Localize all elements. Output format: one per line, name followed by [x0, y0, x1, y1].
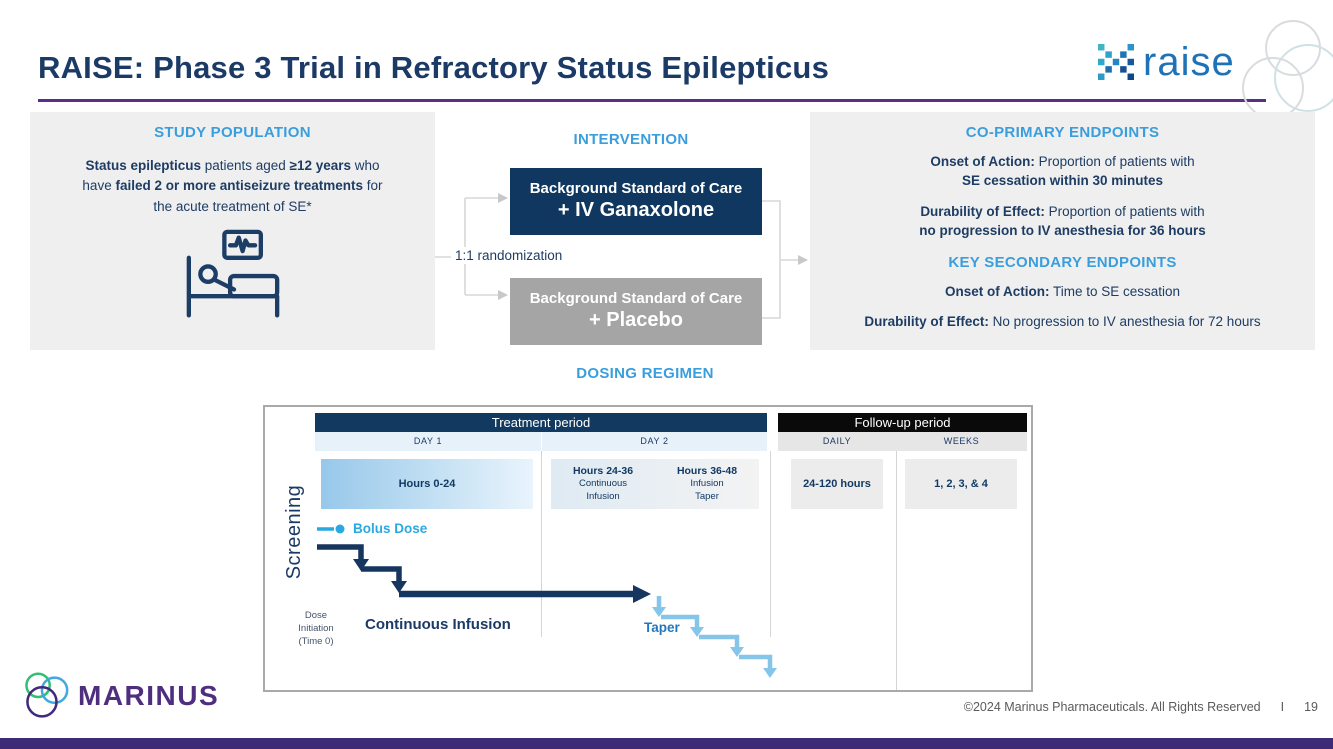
- arm-ganaxolone-line2: + IV Ganaxolone: [557, 199, 715, 222]
- key-secondary-endpoints-heading: KEY SECONDARY ENDPOINTS: [948, 253, 1177, 271]
- study-population-heading: STUDY POPULATION: [154, 124, 311, 141]
- hours-0-24-box: Hours 0-24: [321, 459, 533, 509]
- marinus-circles-icon: [25, 672, 69, 718]
- intervention-heading: INTERVENTION: [573, 131, 689, 148]
- column-divider: [541, 451, 542, 637]
- text-line: Dose: [304, 610, 328, 621]
- text-line: Infusion: [690, 478, 724, 490]
- text-line: Durability of Effect: Proportion of pati…: [920, 203, 1205, 219]
- randomization-flow-lines: [435, 193, 808, 319]
- bolus-dose-text: Bolus Dose: [353, 521, 428, 536]
- column-divider: [770, 451, 771, 637]
- study-population-panel: STUDY POPULATION Status epilepticus pati…: [30, 112, 435, 350]
- weeks-column-header: WEEKS: [896, 432, 1027, 451]
- day1-column-header: DAY 1: [315, 432, 541, 451]
- patient-bed-icon: [30, 229, 435, 330]
- arm-ganaxolone-box: Background Standard of Care + IV Ganaxol…: [510, 168, 762, 235]
- text-line: Continuous: [578, 478, 628, 490]
- bolus-dose-label: Bolus Dose: [317, 521, 427, 536]
- primary-durability-text: Durability of Effect: Proportion of pati…: [810, 203, 1315, 241]
- randomization-label: 1:1 randomization: [451, 247, 567, 264]
- text-line: Initiation: [298, 622, 334, 634]
- text-line: no progression to IV anesthesia for 36 h…: [919, 222, 1206, 238]
- endpoints-panel: CO-PRIMARY ENDPOINTS Onset of Action: Pr…: [810, 112, 1315, 350]
- text-line: Onset of Action: Time to SE cessation: [944, 283, 1181, 299]
- raise-logo: raise: [1098, 42, 1235, 82]
- treatment-period-header: Treatment period: [315, 413, 767, 432]
- title-underline: [38, 99, 1266, 102]
- page-title: RAISE: Phase 3 Trial in Refractory Statu…: [38, 50, 830, 85]
- text-line: Status epilepticus patients aged ≥12 yea…: [85, 158, 380, 173]
- copyright-text: ©2024 Marinus Pharmaceuticals. All Right…: [963, 700, 1261, 714]
- weeks-box: 1, 2, 3, & 4: [905, 459, 1017, 509]
- text-line: Durability of Effect: No progression to …: [864, 314, 1261, 330]
- secondary-onset-text: Onset of Action: Time to SE cessation: [810, 283, 1315, 302]
- footer-divider: I: [1280, 700, 1285, 714]
- text-line: Hours 36-48: [676, 464, 738, 477]
- text-line: Taper: [695, 490, 719, 502]
- raise-logo-text: raise: [1143, 40, 1235, 84]
- text-line: (Time 0): [298, 635, 334, 647]
- bottom-accent-bar: [0, 738, 1333, 749]
- dosing-regimen-diagram: Treatment period Follow-up period DAY 1 …: [263, 405, 1033, 692]
- raise-mark-icon: [1098, 44, 1134, 80]
- arm-placebo-line2: + Placebo: [589, 309, 683, 332]
- arm-ganaxolone-line1: Background Standard of Care: [529, 179, 743, 197]
- column-divider: [896, 451, 897, 690]
- day2-column-header: DAY 2: [542, 432, 767, 451]
- circles-decoration-icon: [1242, 20, 1333, 119]
- infusion-timeline-arrows-icon: [317, 544, 777, 678]
- co-primary-endpoints-heading: CO-PRIMARY ENDPOINTS: [965, 124, 1160, 141]
- text-line: have failed 2 or more antiseizure treatm…: [82, 178, 383, 194]
- text-line: Hours 24-36: [572, 464, 634, 477]
- bolus-dose-icon: [317, 524, 345, 533]
- daily-column-header: DAILY: [778, 432, 896, 451]
- arm-placebo-box: Background Standard of Care + Placebo: [510, 278, 762, 345]
- marinus-logo-text: MARINUS: [78, 680, 220, 711]
- text-line: Infusion: [586, 490, 620, 502]
- followup-period-header: Follow-up period: [778, 413, 1027, 432]
- continuous-infusion-label: Continuous Infusion: [365, 616, 511, 633]
- study-population-text: Status epilepticus patients aged ≥12 yea…: [30, 156, 435, 217]
- footer-copyright-row: ©2024 Marinus Pharmaceuticals. All Right…: [964, 700, 1318, 714]
- text-line: the acute treatment of SE*: [153, 198, 312, 214]
- text-line: Onset of Action: Proportion of patients …: [930, 154, 1195, 169]
- arm-placebo-line1: Background Standard of Care: [529, 289, 743, 307]
- daily-hours-box: 24-120 hours: [791, 459, 883, 509]
- marinus-logo: MARINUS: [10, 670, 219, 722]
- primary-onset-text: Onset of Action: Proportion of patients …: [810, 153, 1315, 191]
- secondary-durability-text: Durability of Effect: No progression to …: [810, 313, 1315, 332]
- taper-label: Taper: [644, 620, 680, 635]
- page-number: 19: [1304, 700, 1318, 714]
- text-line: SE cessation within 30 minutes: [961, 172, 1164, 188]
- dosing-regimen-heading: DOSING REGIMEN: [576, 365, 714, 382]
